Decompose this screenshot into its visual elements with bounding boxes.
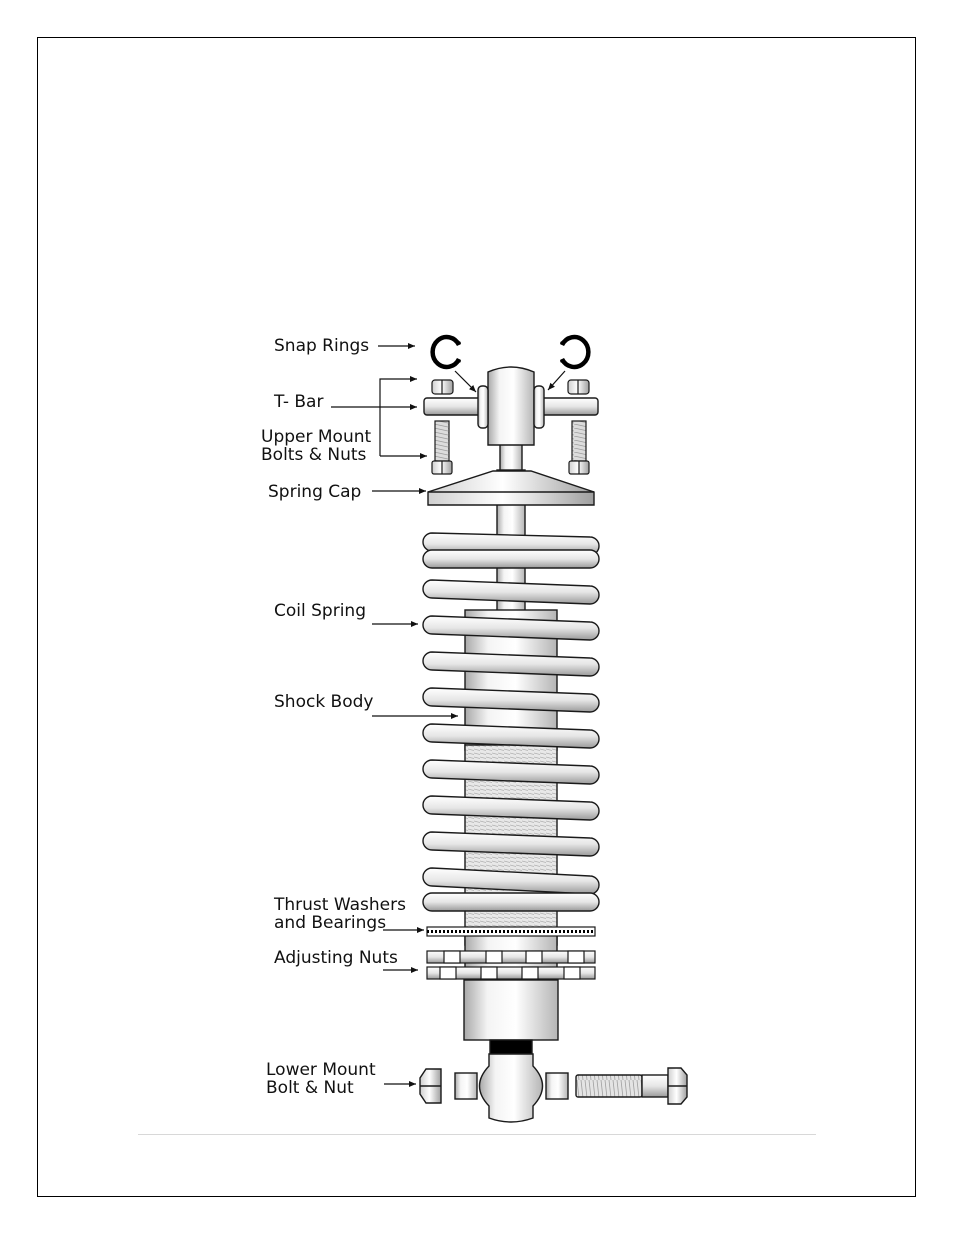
coil-turn [423,616,599,640]
upper-nut-left [432,380,453,394]
adjusting-nut-upper [427,951,595,963]
leader-snap-ring-right [548,371,565,390]
snap-ring-left [433,337,461,367]
coil-turn [423,796,599,820]
coil-turn [423,688,599,712]
adjusting-nut-lower [427,967,595,979]
leader-bracket-upper [380,379,417,456]
leader-snap-ring-left [455,371,476,392]
lower-housing [464,980,558,1040]
coil-turn [423,550,599,568]
lower-bolt [576,1068,687,1104]
label-spring-cap: Spring Cap [268,482,361,502]
label-thrust-line1: Thrust Washers [273,895,406,915]
label-coil-spring: Coil Spring [274,601,366,621]
label-adjusting-nuts: Adjusting Nuts [274,948,398,968]
thrust-bearing [427,927,595,936]
coil-turn [423,868,599,894]
coil-turn [423,760,599,784]
upper-eye [478,367,544,472]
label-snap-rings: Snap Rings [274,336,369,356]
coil-turn [423,724,599,748]
coil-turn [423,652,599,676]
spring-cap [428,471,594,505]
snap-ring-right [560,337,588,367]
label-shock-body: Shock Body [274,692,373,712]
shock-body [464,610,558,1054]
upper-bolt-right [569,421,589,474]
lower-nut [420,1069,441,1103]
label-t-bar: T- Bar [273,392,323,412]
upper-nut-right [568,380,589,394]
label-upper-mount-line2: Bolts & Nuts [261,445,367,465]
footer-divider [138,1134,816,1135]
label-lower-mount-line1: Lower Mount [266,1060,376,1080]
coil-turn [423,893,599,911]
lower-eye [455,1054,568,1122]
label-lower-mount-line2: Bolt & Nut [266,1078,354,1098]
label-upper-mount-line1: Upper Mount [261,427,371,447]
upper-bolt-left [432,421,452,474]
black-band [490,1040,532,1054]
coil-turn [423,832,599,856]
coil-turn [423,580,599,604]
label-thrust-line2: and Bearings [274,913,386,933]
